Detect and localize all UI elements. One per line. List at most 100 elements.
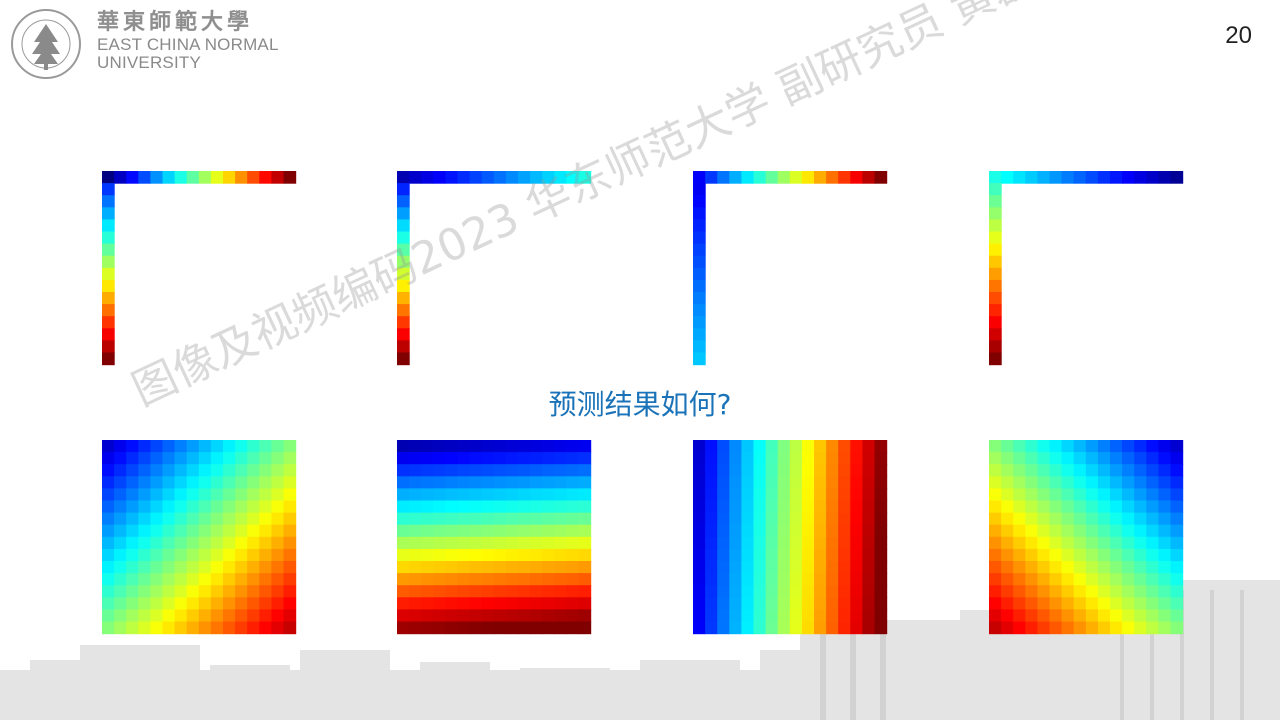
predicted-cell — [1013, 561, 1026, 574]
predicted-cell — [1061, 524, 1075, 538]
predicted-cell — [1146, 476, 1159, 489]
predicted-cell — [1122, 500, 1135, 514]
predicted-cell — [493, 488, 507, 502]
reference-sample-left — [989, 304, 1002, 317]
reference-sample-top — [162, 171, 176, 184]
predicted-cell — [493, 585, 507, 598]
predicted-cell — [729, 585, 742, 598]
predicted-cell — [174, 561, 188, 574]
predicted-cell — [198, 609, 212, 623]
predicted-cell — [1110, 597, 1123, 610]
predicted-cell — [223, 476, 236, 489]
predicted-cell — [765, 548, 779, 562]
predicted-cell — [126, 621, 139, 635]
predicted-cell — [223, 597, 236, 610]
predicted-cell — [554, 621, 567, 635]
predicted-cell — [493, 621, 507, 635]
predicted-cell — [126, 452, 139, 465]
predicted-cell — [421, 500, 434, 514]
predicted-cell — [717, 573, 730, 586]
predicted-cell — [1001, 573, 1014, 586]
predicted-cell — [247, 561, 260, 574]
predicted-cell — [729, 500, 742, 514]
predicted-cell — [493, 561, 507, 574]
predicted-cell — [1049, 609, 1063, 623]
predicted-cell — [1025, 500, 1038, 514]
predicted-cell — [409, 512, 422, 526]
predicted-cell — [578, 548, 592, 562]
predicted-cell — [729, 488, 742, 502]
predicted-cell — [162, 524, 176, 538]
predicted-cell — [138, 524, 151, 538]
predicted-cell — [789, 536, 803, 550]
predicted-cell — [1061, 476, 1075, 489]
predicted-cell — [850, 609, 863, 623]
predicted-cell — [235, 585, 248, 598]
predicted-cell — [1061, 573, 1075, 586]
predicted-cell — [505, 609, 519, 623]
reference-sample-top — [174, 171, 188, 184]
predicted-cell — [1037, 440, 1051, 453]
reference-sample-top — [1049, 171, 1063, 184]
predicted-cell — [198, 488, 212, 502]
predicted-cell — [1158, 609, 1172, 623]
predicted-cell — [247, 500, 260, 514]
predicted-cell — [765, 573, 779, 586]
predicted-cell — [150, 512, 164, 526]
reference-sample-top — [223, 171, 236, 184]
predicted-cell — [283, 621, 297, 635]
predicted-cell — [518, 452, 531, 465]
predicted-cell — [162, 488, 176, 502]
reference-sample-top — [1001, 171, 1014, 184]
predicted-cell — [729, 440, 742, 453]
predicted-cell — [433, 500, 446, 514]
predicted-cell — [518, 573, 531, 586]
predicted-cell — [826, 585, 839, 598]
predicted-cell — [1085, 500, 1099, 514]
predicted-cell — [729, 476, 742, 489]
predicted-cell — [1025, 621, 1038, 635]
predicted-cell — [210, 452, 224, 465]
predicted-cell — [1085, 464, 1099, 477]
predicted-cell — [1037, 621, 1051, 635]
predicted-cell — [542, 609, 555, 623]
predicted-cell — [174, 512, 188, 526]
predicted-cell — [421, 536, 434, 550]
predicted-cell — [862, 512, 876, 526]
predicted-cell — [1001, 548, 1014, 562]
predicted-cell — [989, 573, 1002, 586]
predicted-cell — [1134, 464, 1147, 477]
predicted-cell — [826, 500, 839, 514]
predicted-cell — [741, 536, 755, 550]
predicted-cell — [838, 476, 851, 489]
predicted-cell — [1061, 500, 1075, 514]
predicted-cell — [1170, 452, 1184, 465]
predicted-cell — [1158, 585, 1172, 598]
predicted-cell — [469, 452, 483, 465]
predicted-cell — [186, 597, 200, 610]
predicted-cell — [481, 609, 495, 623]
predicted-cell — [838, 561, 851, 574]
predicted-cell — [445, 585, 459, 598]
predicted-cell — [765, 452, 779, 465]
reference-sample-left — [693, 183, 706, 196]
predicted-cell — [457, 500, 471, 514]
predicted-cell — [1049, 512, 1063, 526]
predicted-cell — [693, 524, 706, 538]
predicted-cell — [1158, 440, 1172, 453]
predicted-cell — [457, 488, 471, 502]
predicted-cell — [838, 536, 851, 550]
predicted-cell — [493, 573, 507, 586]
predicted-cell — [247, 488, 260, 502]
reference-sample-top — [283, 171, 297, 184]
predicted-cell — [421, 524, 434, 538]
predicted-cell — [223, 488, 236, 502]
reference-sample-left — [397, 316, 410, 329]
predicted-cell — [445, 512, 459, 526]
reference-sample-left — [102, 255, 115, 269]
predicted-cell — [1170, 573, 1184, 586]
reference-sample-top — [693, 171, 706, 184]
predicted-cell — [862, 500, 876, 514]
predicted-cell — [162, 500, 176, 514]
predicted-cell — [481, 440, 495, 453]
